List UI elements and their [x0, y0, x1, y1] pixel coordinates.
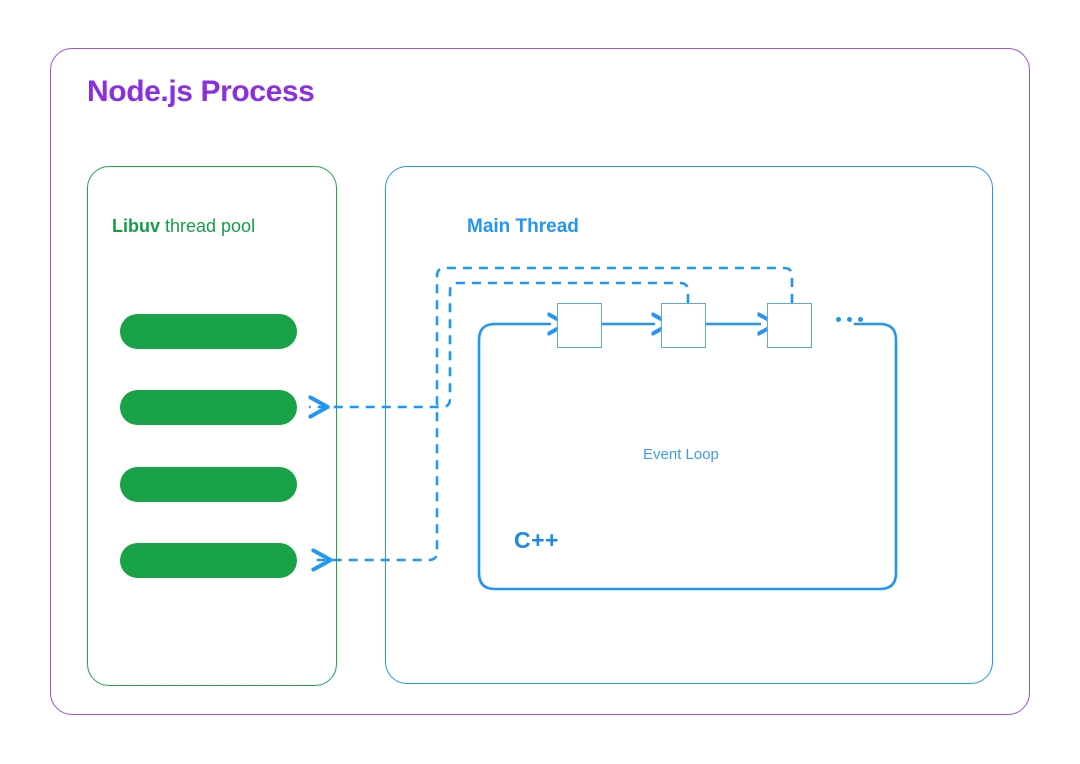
ellipsis-dot: [836, 317, 841, 322]
main-thread-title: Main Thread: [467, 216, 579, 237]
libuv-thread-pool-container: [87, 166, 337, 686]
phase-box-1: [557, 303, 602, 348]
thread-pool-label: thread pool: [160, 216, 256, 236]
thread-pool-worker-2: [120, 390, 297, 425]
page-title: Node.js Process: [87, 75, 315, 108]
ellipsis-dot: [847, 317, 852, 322]
cpp-runtime-label: C++: [514, 527, 559, 553]
libuv-label: Libuv: [112, 216, 160, 236]
thread-pool-worker-1: [120, 314, 297, 349]
phase-box-2: [661, 303, 706, 348]
thread-pool-worker-3: [120, 467, 297, 502]
thread-pool-worker-4: [120, 543, 297, 578]
ellipsis-dot: [858, 317, 863, 322]
main-thread-container: [385, 166, 993, 684]
libuv-thread-pool-title: Libuv thread pool: [112, 216, 255, 237]
nodejs-process-container: [50, 48, 1030, 715]
event-loop-label: Event Loop: [643, 446, 719, 463]
ellipsis-icon: [836, 317, 863, 322]
phase-box-3: [767, 303, 812, 348]
